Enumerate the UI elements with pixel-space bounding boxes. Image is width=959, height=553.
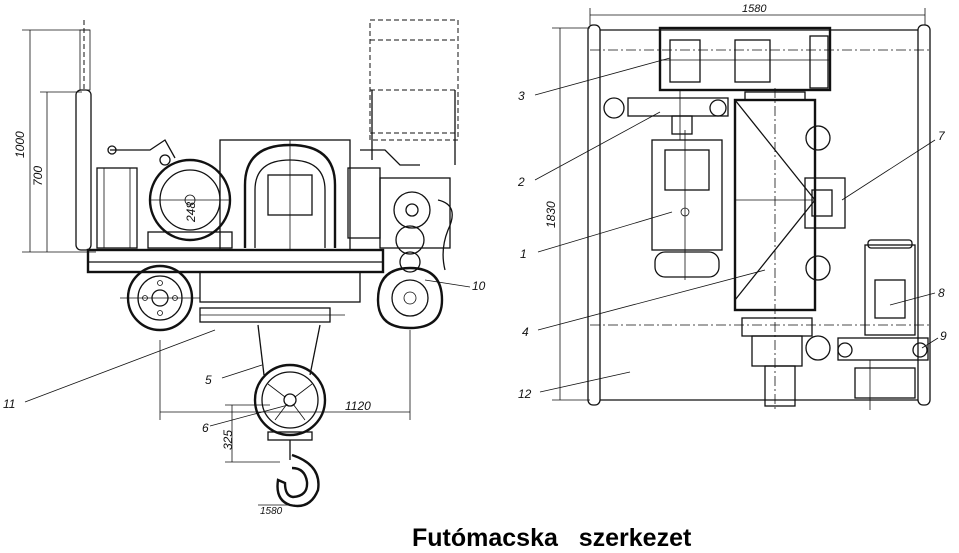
travel-gearbox: [658, 26, 832, 92]
running-wheel: [120, 264, 200, 332]
dimension-325: 325: [221, 404, 280, 463]
travel-brake: [837, 337, 929, 410]
frame-beam: [86, 248, 385, 274]
dim-248-label: 248: [184, 202, 198, 223]
dimension-1000: 1000: [13, 29, 96, 253]
part-6-label: 6: [202, 421, 209, 435]
part-12-label: 12: [518, 387, 532, 401]
dim-700-label: 700: [31, 166, 45, 186]
part-4-label: 4: [522, 325, 529, 339]
part-7-label: 7: [938, 129, 946, 143]
part-11-label: 11: [3, 397, 15, 411]
part-8-label: 8: [938, 286, 945, 300]
part-10-label: 10: [472, 279, 486, 293]
dim-1830-label: 1830: [544, 201, 558, 228]
left-buffer-post: [75, 89, 92, 251]
crane-hook: [276, 453, 320, 508]
hoist-motor-plan: [651, 130, 723, 280]
dim-1580-top-label: 1580: [742, 3, 767, 15]
dim-1120-label: 1120: [345, 399, 371, 413]
part-5-label: 5: [205, 373, 212, 387]
part-3-label: 3: [518, 89, 525, 103]
hoist-motor: [96, 167, 138, 249]
dimension-1580-top: 1580: [589, 3, 926, 25]
trolley-drawing: 1000 700 248: [3, 3, 947, 517]
frame-left-rail: [587, 24, 601, 406]
dimension-1120: 1120: [159, 330, 411, 420]
frame-right-rail: [917, 24, 931, 406]
part-9-label: 9: [940, 329, 947, 343]
dim-1000-label: 1000: [13, 131, 27, 158]
drum-coupling: [804, 177, 846, 229]
part-2-label: 2: [517, 175, 525, 189]
caption: Futómacska szerkezet: [412, 524, 692, 552]
trolley-travel-motor: [219, 139, 351, 251]
dimension-1830: 1830: [544, 27, 590, 401]
gear-train: [376, 177, 453, 330]
part-1-label: 1: [520, 247, 527, 261]
side-elevation-view: 1000 700 248: [3, 19, 486, 517]
upper-frame-outline: [369, 19, 459, 165]
dim-1580-bottom-label: 1580: [260, 506, 283, 517]
plan-view: 1580 1830: [517, 3, 947, 410]
rope-drum: [733, 88, 817, 410]
travel-motor-plan: [864, 239, 916, 336]
dimension-700: 700: [31, 91, 82, 252]
dim-325-label: 325: [221, 430, 235, 450]
coupling-brake: [603, 90, 729, 140]
hook-block: [253, 363, 327, 508]
